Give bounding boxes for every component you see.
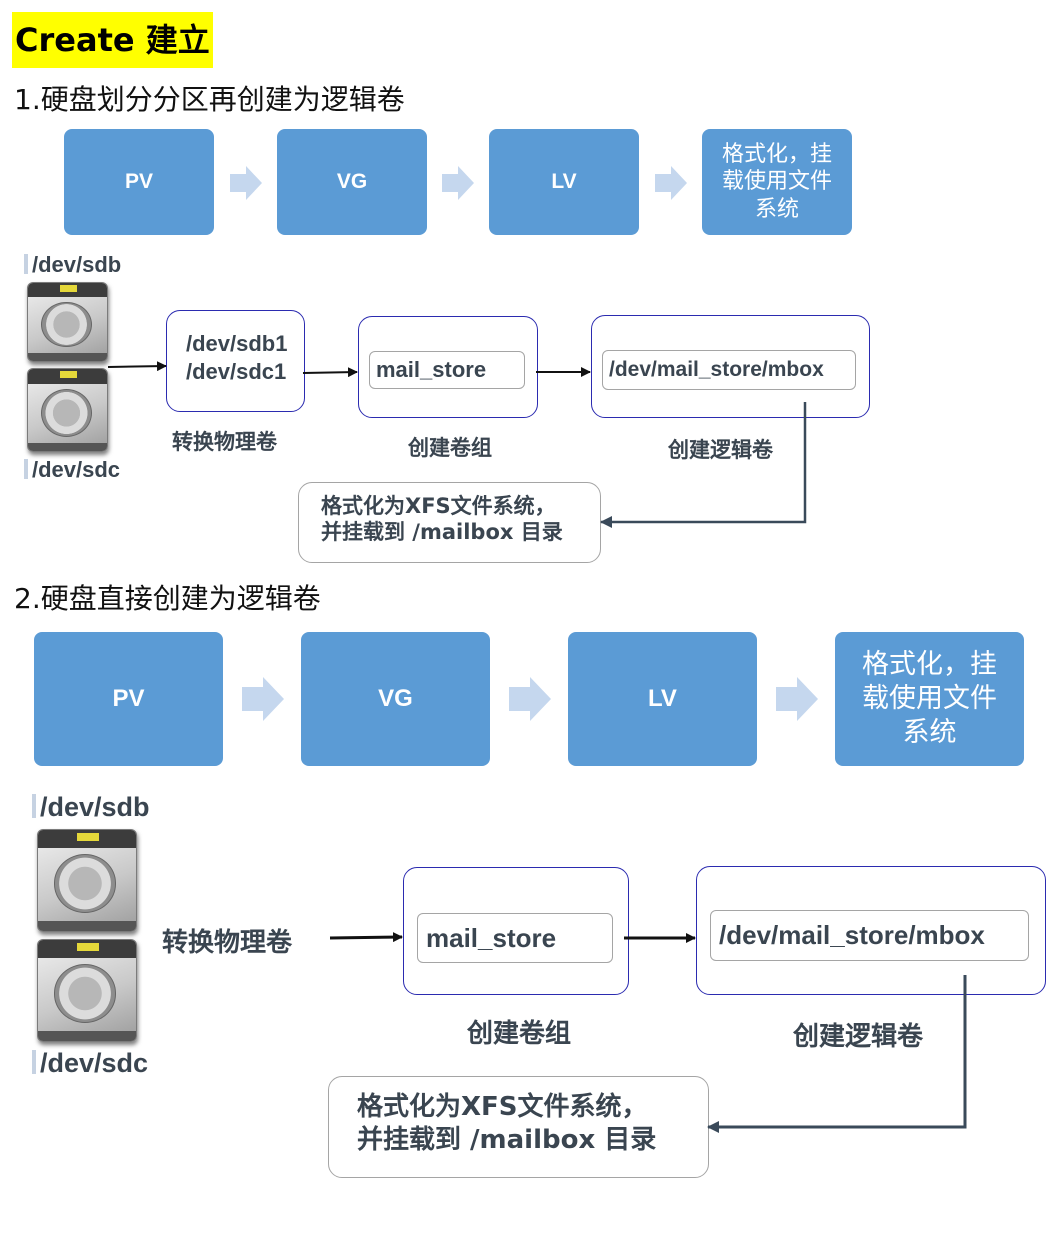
section1-heading: 1.硬盘划分分区再创建为逻辑卷 <box>14 83 405 116</box>
flow2-format-box: 格式化，挂 载使用文件 系统 <box>835 632 1024 766</box>
chevron-right-icon <box>442 166 474 200</box>
disk-label-sdc: /dev/sdc <box>32 1048 148 1079</box>
flow2-vg-box: VG <box>301 632 490 766</box>
disk-label-sdc: /dev/sdc <box>24 457 120 483</box>
pv-caption: 转换物理卷 <box>172 430 277 454</box>
chevron-right-icon <box>509 677 551 721</box>
flow2-lv-box: LV <box>568 632 757 766</box>
vg-caption: 创建卷组 <box>467 1019 572 1049</box>
format-note: 格式化为XFS文件系统， 并挂载到 /mailbox 目录 <box>298 482 601 563</box>
flow1-pv-box: PV <box>64 129 214 235</box>
section2-heading: 2.硬盘直接创建为逻辑卷 <box>14 582 321 615</box>
chevron-right-icon <box>776 677 818 721</box>
chevron-right-icon <box>230 166 262 200</box>
hard-disk-icon <box>27 282 108 362</box>
flow1-vg-box: VG <box>277 129 427 235</box>
lv-path: /dev/mail_store/mbox <box>710 910 1029 961</box>
hard-disk-icon <box>37 939 137 1042</box>
chevron-right-icon <box>242 677 284 721</box>
format-note: 格式化为XFS文件系统， 并挂载到 /mailbox 目录 <box>328 1076 709 1178</box>
hard-disk-icon <box>37 829 137 932</box>
flow2-pv-box: PV <box>34 632 223 766</box>
flow1-lv-box: LV <box>489 129 639 235</box>
hard-disk-icon <box>27 368 108 452</box>
vg-caption: 创建卷组 <box>408 436 492 460</box>
lv-caption: 创建逻辑卷 <box>793 1022 924 1052</box>
flow1-format-box: 格式化，挂 载使用文件 系统 <box>702 129 852 235</box>
vg-name: mail_store <box>369 351 525 389</box>
vg-name: mail_store <box>417 913 613 963</box>
disk-label-sdb: /dev/sdb <box>32 792 150 823</box>
lv-path: /dev/mail_store/mbox <box>602 350 856 390</box>
pv-partitions: /dev/sdb1 /dev/sdc1 <box>186 331 288 384</box>
disk-label-sdb: /dev/sdb <box>24 252 121 278</box>
page-title: Create 建立 <box>12 12 213 68</box>
pv-box <box>166 310 305 412</box>
chevron-right-icon <box>655 166 687 200</box>
pv-caption: 转换物理卷 <box>162 928 293 958</box>
lv-caption: 创建逻辑卷 <box>668 438 773 462</box>
